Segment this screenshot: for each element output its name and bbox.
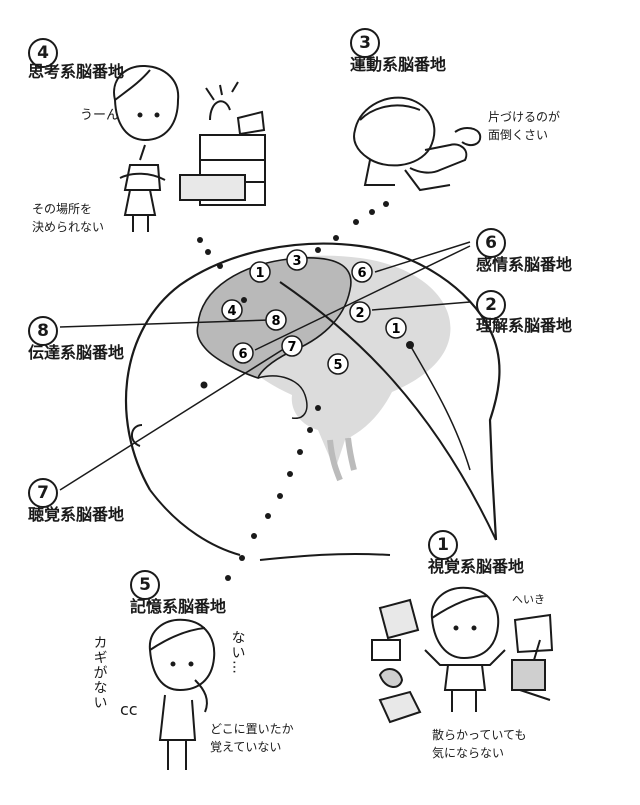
neck-line-right [259,552,391,561]
area-3-note-1: 片づけるのが [488,110,561,124]
area-4-note-2: 決められない [32,220,105,234]
marker-2-text: 2 [355,306,364,321]
figure-thinking-woman [113,64,180,232]
area-8-title: 伝達系脳番地 [28,343,125,362]
marker-1-top: 1 [249,261,271,283]
area-2-number: 2 [476,290,506,320]
line-6b [254,245,471,351]
marker-8: 8 [265,309,287,331]
dotted-connectors [197,201,414,581]
area-5-bubble-small: cc [120,700,138,719]
area-1-note-2: 気にならない [432,746,505,760]
line-1-visual-path-2 [409,344,471,471]
marker-8-text: 8 [271,314,280,329]
marker-6-right-text: 6 [357,266,366,281]
ear [131,424,143,447]
area-6-number: 6 [476,228,506,258]
figure-forgetful-woman [148,618,216,770]
marker-1-top-text: 1 [255,266,264,281]
area-4-note-1: その場所を [32,202,93,216]
line-8 [59,319,271,328]
area-5-title: 記憶系脳番地 [130,597,227,616]
marker-5: 5 [327,353,349,375]
neck-line [149,489,241,556]
area-7-title: 聴覚系脳番地 [28,505,125,524]
line-7 [59,344,291,491]
marker-3-text: 3 [292,254,301,269]
area-8-number: 8 [28,316,58,346]
marker-7: 7 [281,335,303,357]
marker-6-right: 6 [351,261,373,283]
area-5-bubble-right: ない… [229,630,246,675]
figure-messy-room-woman [424,586,506,712]
line-1-visual-path [279,281,497,541]
area-5-number: 5 [130,570,160,600]
area-7-number: 7 [28,478,58,508]
line-6a [374,241,471,273]
area-3-note-2: 面倒くさい [488,128,549,142]
marker-1-right: 1 [385,317,407,339]
area-5-bubble-left: カギがない [91,635,108,710]
area-6-title: 感情系脳番地 [476,255,573,274]
area-5-note-2: 覚えていない [210,740,282,754]
area-4-number: 4 [28,38,58,68]
area-3-number: 3 [350,28,380,58]
area-4-title: 思考系脳番地 [28,62,125,81]
marker-6-left-text: 6 [238,347,247,362]
cabinet-drawing [179,81,266,206]
area-4-bubble: うーん [80,108,120,123]
area-1-number: 1 [428,530,458,560]
marker-7-text: 7 [287,340,296,355]
marker-4: 4 [221,299,243,321]
marker-2: 2 [349,301,371,323]
line-2 [371,301,471,311]
marker-4-text: 4 [227,304,236,319]
area-1-note-1: 散らかっていても [432,728,527,742]
marker-6-left: 6 [232,342,254,364]
brainstem [327,437,357,482]
head-outline [124,242,501,541]
marker-3: 3 [286,249,308,271]
area-3-title: 運動系脳番地 [350,55,447,74]
marker-5-text: 5 [333,358,342,373]
marker-1-right-text: 1 [391,322,400,337]
area-1-bubble: へいき [512,593,545,606]
area-5-note-1: どこに置いたか [210,722,294,736]
area-1-title: 視覚系脳番地 [428,557,525,576]
clutter-drawing [371,598,554,724]
figure-lazy-person [353,96,482,192]
brain-lower-lobe [257,375,308,419]
area-2-title: 理解系脳番地 [476,316,573,335]
